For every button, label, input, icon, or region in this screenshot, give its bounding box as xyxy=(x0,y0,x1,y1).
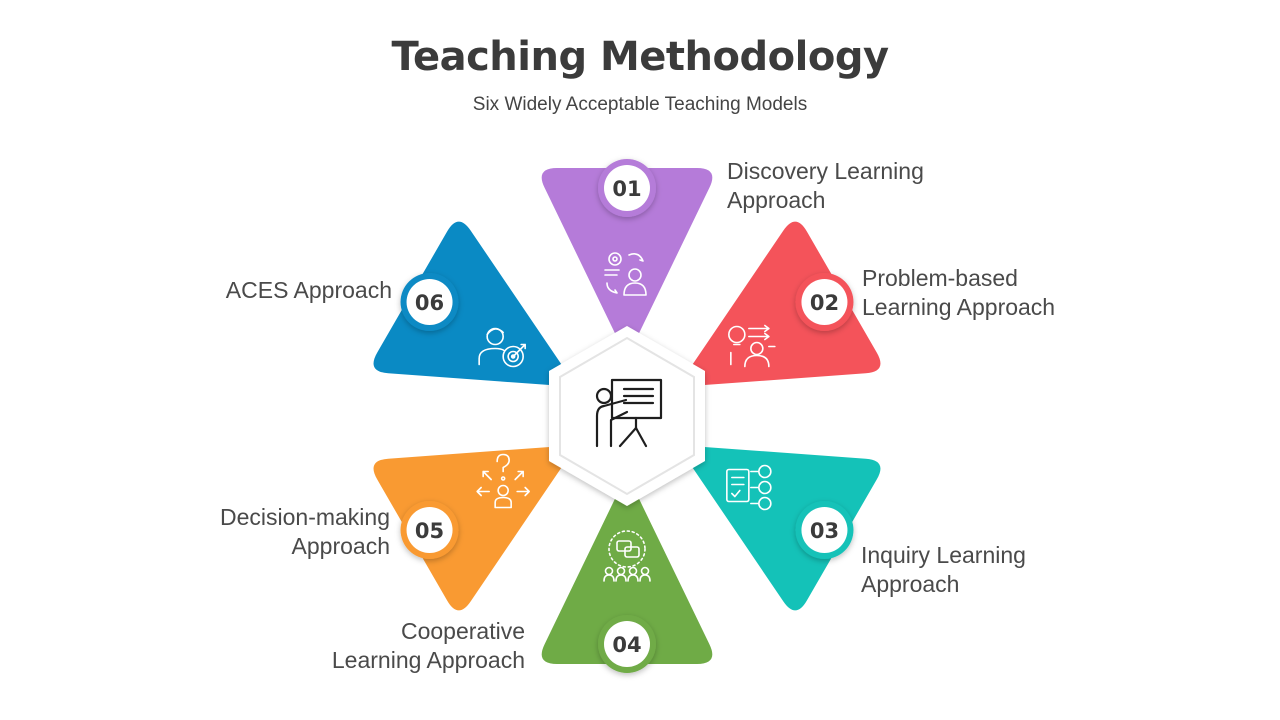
segment-02-badge: 02 xyxy=(795,273,854,331)
segment-01-badge: 01 xyxy=(598,159,656,217)
segment-03-badge: 03 xyxy=(795,501,854,559)
segment-05-badge: 05 xyxy=(400,501,459,559)
segment-number: 03 xyxy=(810,519,839,543)
discovery-icon xyxy=(604,252,647,296)
inquiry-checklist-icon xyxy=(726,464,772,511)
segment-label-line: Cooperative xyxy=(400,618,525,644)
segment-number: 06 xyxy=(415,291,444,315)
segment-label-line: Approach xyxy=(861,571,960,597)
segment-label-line: Approach xyxy=(727,187,826,213)
decision-making-icon xyxy=(476,453,530,509)
segment-01-label: Discovery Learning Approach xyxy=(727,157,924,215)
problem-solving-icon xyxy=(728,324,776,368)
segment-04-badge: 04 xyxy=(598,615,656,673)
segment-number: 02 xyxy=(810,291,839,315)
segment-01-petal xyxy=(541,168,713,349)
segment-06-badge: 06 xyxy=(400,273,459,331)
segment-label-line: Decision-making xyxy=(219,504,390,530)
segment-label-line: Problem-based xyxy=(862,265,1018,291)
page-subtitle: Six Widely Acceptable Teaching Models xyxy=(472,94,808,115)
segment-06-petal xyxy=(373,221,569,386)
segment-04-label: Cooperative Learning Approach xyxy=(305,617,525,675)
segment-label-line: ACES Approach xyxy=(225,277,392,303)
center-hexagon xyxy=(549,326,705,506)
target-person-icon xyxy=(478,327,526,368)
segment-label-line: Discovery Learning xyxy=(727,158,924,184)
segment-number: 05 xyxy=(415,519,444,543)
segment-03-label: Inquiry Learning Approach xyxy=(861,541,1026,599)
segment-label-line: Learning Approach xyxy=(862,294,1056,320)
page-title: Teaching Methodology xyxy=(391,34,889,80)
segment-02-label: Problem-based Learning Approach xyxy=(862,264,1055,322)
segment-04-petal xyxy=(541,483,713,664)
segment-number: 01 xyxy=(612,177,641,201)
segment-number: 04 xyxy=(612,633,641,657)
segment-label-line: Approach xyxy=(291,533,390,559)
segment-06-label: ACES Approach xyxy=(170,276,392,305)
cooperative-group-icon xyxy=(603,530,651,582)
segment-05-petal xyxy=(373,446,569,611)
segment-05-label: Decision-making Approach xyxy=(170,503,390,561)
segment-03-petal xyxy=(685,446,881,611)
teacher-presentation-icon xyxy=(595,378,663,448)
segment-label-line: Learning Approach xyxy=(331,647,525,673)
segment-label-line: Inquiry Learning xyxy=(861,542,1026,568)
